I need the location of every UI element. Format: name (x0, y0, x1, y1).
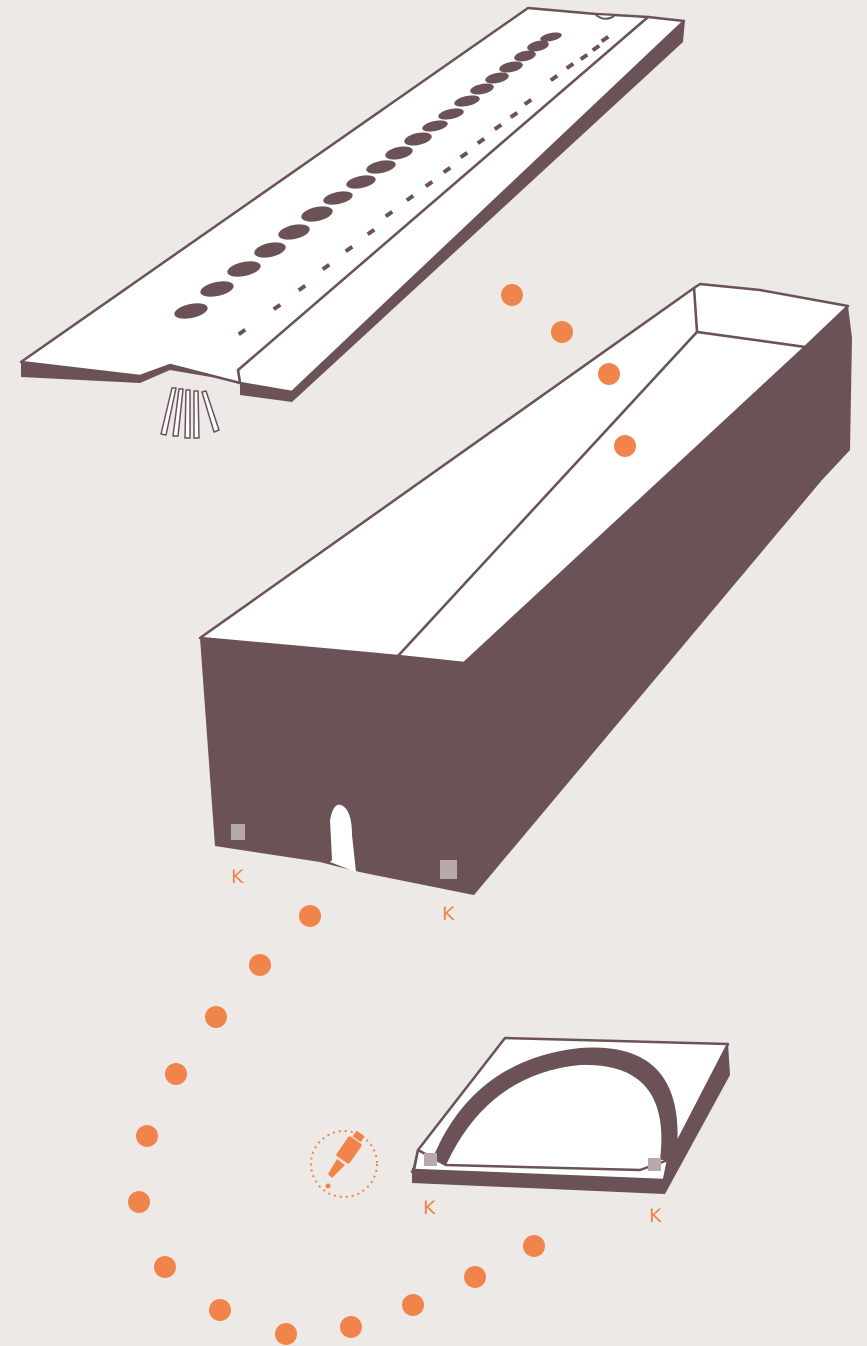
wire-leads (161, 388, 219, 438)
end-cap-pad-right (648, 1158, 661, 1171)
path-dot (551, 321, 573, 343)
end-cap (412, 1038, 730, 1194)
path-dot (464, 1266, 486, 1288)
path-dot (249, 954, 271, 976)
wire-lead (202, 391, 219, 432)
path-dot (402, 1294, 424, 1316)
wire-lead (185, 390, 190, 438)
path-dot (136, 1125, 158, 1147)
wire-lead (194, 391, 199, 438)
path-dot (501, 284, 523, 306)
glue-icon-ring (311, 1131, 377, 1197)
path-dot (299, 905, 321, 927)
path-dot (205, 1006, 227, 1028)
path-dot (154, 1256, 176, 1278)
path-dot (128, 1191, 150, 1213)
glue-bottle-icon (311, 1131, 377, 1197)
end-cap-pad-left (424, 1153, 437, 1166)
path-dot (523, 1235, 545, 1257)
k-label: K (649, 1205, 662, 1227)
path-dot (165, 1063, 187, 1085)
top-panel (21, 8, 685, 402)
path-dot (209, 1299, 231, 1321)
path-dot (614, 435, 636, 457)
glue-bottle (326, 1131, 365, 1189)
k-label: K (231, 866, 244, 888)
path-dot (275, 1323, 297, 1345)
box-pad-left (231, 824, 245, 840)
path-dot (340, 1316, 362, 1338)
k-label: K (442, 903, 455, 925)
box-pad-right (440, 860, 457, 879)
k-label: K (423, 1197, 436, 1219)
path-dot (598, 363, 620, 385)
